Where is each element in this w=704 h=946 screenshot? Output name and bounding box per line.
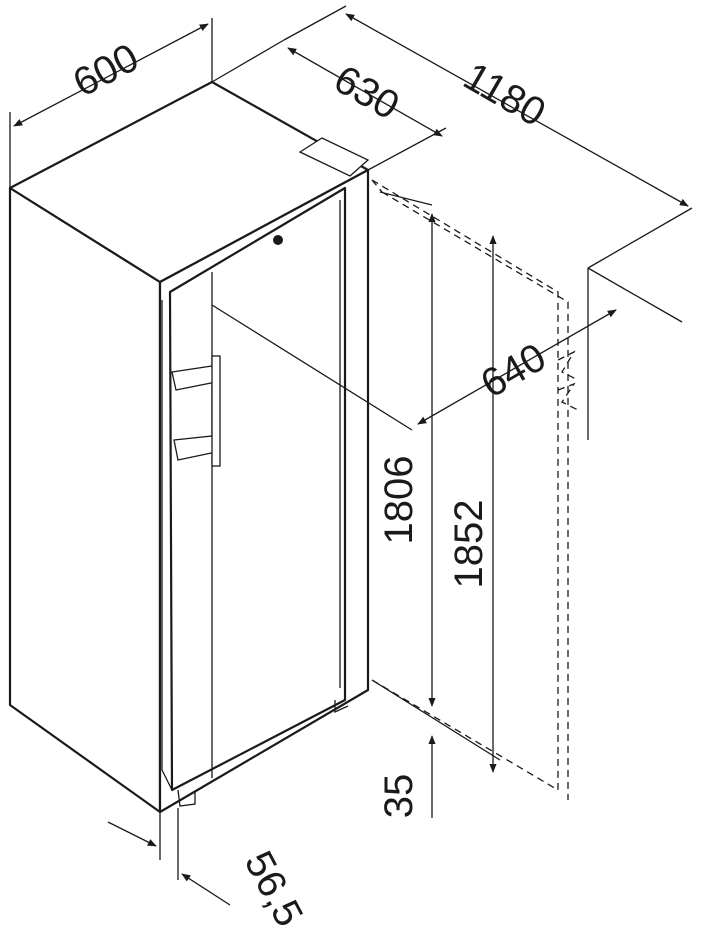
- handle-bar: [211, 355, 221, 467]
- wall-outline: [587, 267, 683, 440]
- door-handle: [171, 355, 221, 467]
- label-total-height: 1852: [447, 500, 491, 589]
- dim-line-door-offset-right: [181, 873, 231, 906]
- dim-line-depth-handle: [417, 309, 617, 425]
- indicator-dot: [273, 235, 283, 245]
- plinth-foot-rear: [334, 700, 349, 714]
- dim-line-open-depth: [345, 13, 689, 207]
- plinth-foot: [177, 789, 196, 807]
- label-door-offset: 56,5: [236, 844, 311, 933]
- label-depth: 630: [327, 57, 407, 128]
- label-plinth-gap: 35: [377, 774, 421, 819]
- dim-line-door-offset-left: [107, 821, 157, 847]
- label-open-depth: 1180: [456, 54, 552, 135]
- dimension-lines: [13, 13, 689, 906]
- door-panel: [168, 186, 347, 792]
- front-face: [8, 186, 162, 814]
- door-top-frame: [169, 187, 346, 293]
- label-niche-height: 1806: [377, 456, 421, 545]
- door-hinge-edge: [161, 300, 173, 791]
- label-width: 600: [66, 35, 146, 105]
- label-depth-handle: 640: [474, 335, 554, 406]
- dim-line-width: [13, 23, 209, 127]
